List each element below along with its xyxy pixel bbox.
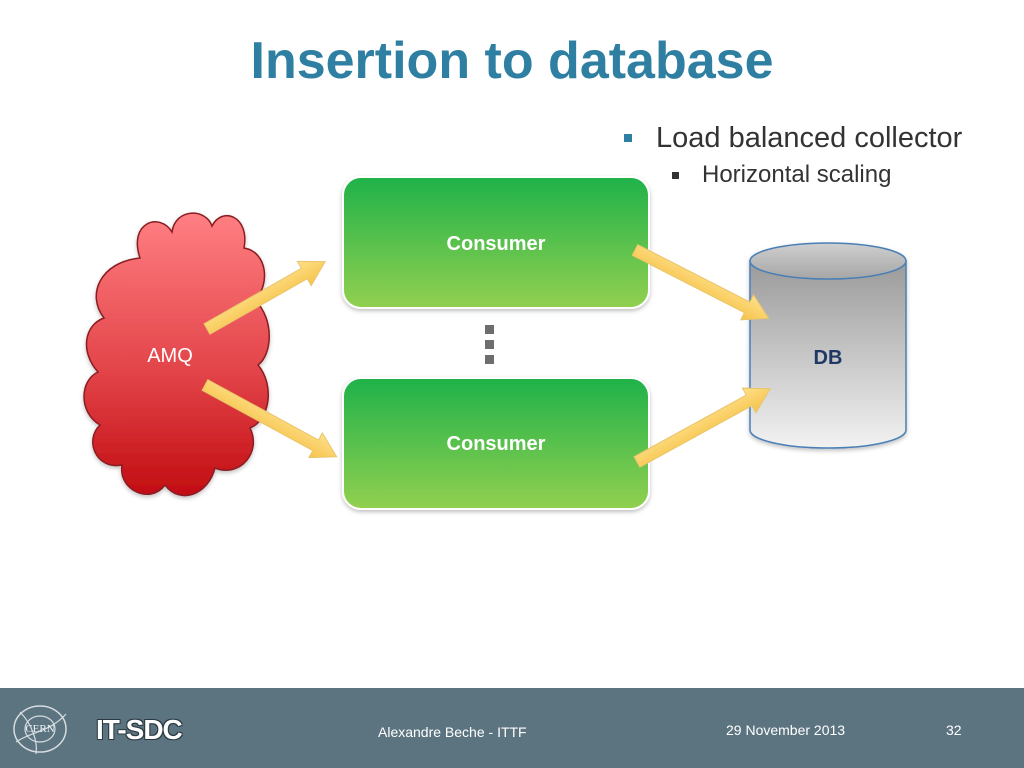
footer-date: 29 November 2013 <box>726 722 846 738</box>
slide-number: 32 <box>946 722 962 738</box>
footer-bar: CERN IT-SDC Alexandre Beche - ITTF 29 No… <box>0 688 1024 768</box>
consumer-node-top: Consumer <box>342 176 650 309</box>
amq-label: AMQ <box>147 345 193 367</box>
arrow-consumer-top-to-db <box>631 243 770 321</box>
square-bullet-icon <box>624 134 632 142</box>
consumer-top-label: Consumer <box>447 233 546 255</box>
sub-bullet-item: Horizontal scaling <box>620 158 1020 192</box>
slide-title: Insertion to database <box>250 32 774 90</box>
bullet-text: Load balanced collector <box>656 122 963 154</box>
cern-logo-text: CERN <box>25 723 54 735</box>
square-bullet-icon <box>672 172 679 179</box>
arrow-amq-to-consumer-bottom <box>201 379 338 459</box>
amq-cloud <box>83 212 270 497</box>
footer-author: Alexandre Beche - ITTF <box>378 724 527 740</box>
group-logo: IT-SDC <box>96 714 183 745</box>
arrow-consumer-bottom-to-db <box>633 387 772 468</box>
bullet-item: Load balanced collector <box>620 118 1020 158</box>
vertical-ellipsis-icon <box>485 325 494 364</box>
sub-bullet-text: Horizontal scaling <box>702 161 892 188</box>
bullet-list: Load balanced collector Horizontal scali… <box>620 118 1020 192</box>
architecture-diagram: AMQ Consumer Consumer DB <box>83 176 907 510</box>
database-cylinder <box>749 242 907 449</box>
cern-logo: CERN <box>13 705 67 755</box>
consumer-bottom-label: Consumer <box>447 433 546 455</box>
arrow-amq-to-consumer-top <box>203 260 326 335</box>
database-label: DB <box>814 347 843 369</box>
consumer-node-bottom: Consumer <box>342 377 650 510</box>
